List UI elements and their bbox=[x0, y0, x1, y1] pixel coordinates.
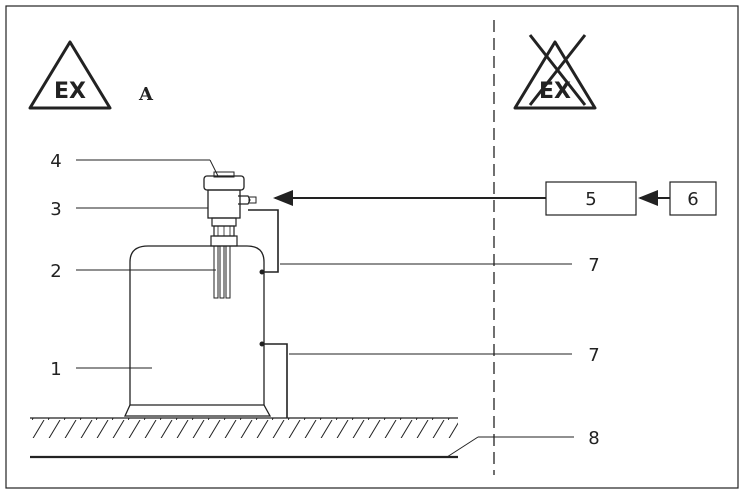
floor-ground bbox=[30, 417, 458, 438]
tank bbox=[123, 245, 272, 417]
ex-hazard-text: EX bbox=[54, 79, 86, 104]
device-electronics-housing bbox=[207, 189, 257, 247]
callout-7-device: 7 bbox=[588, 255, 599, 276]
callout-4: 4 bbox=[50, 151, 61, 172]
ex-hazard-triangle-icon: EX bbox=[28, 40, 112, 110]
ex-crossed-out-icon: EX bbox=[513, 34, 597, 110]
device-housing-cover bbox=[203, 171, 245, 191]
ex-crossed-text: EX bbox=[539, 79, 571, 104]
probe-rods bbox=[213, 245, 231, 299]
box-5 bbox=[545, 181, 637, 216]
box-6 bbox=[669, 181, 717, 216]
callout-8: 8 bbox=[588, 428, 599, 449]
callout-3: 3 bbox=[50, 199, 61, 220]
callout-2: 2 bbox=[50, 261, 61, 282]
callout-7-tank: 7 bbox=[588, 345, 599, 366]
tank-ground-wire bbox=[262, 343, 288, 418]
callout-1: 1 bbox=[50, 359, 61, 380]
device-ground-wire bbox=[248, 209, 279, 273]
callout-6: 6 bbox=[687, 189, 698, 210]
callout-5: 5 bbox=[585, 189, 596, 210]
diagram-frame bbox=[5, 5, 739, 489]
zone-label-a: A bbox=[138, 84, 154, 105]
